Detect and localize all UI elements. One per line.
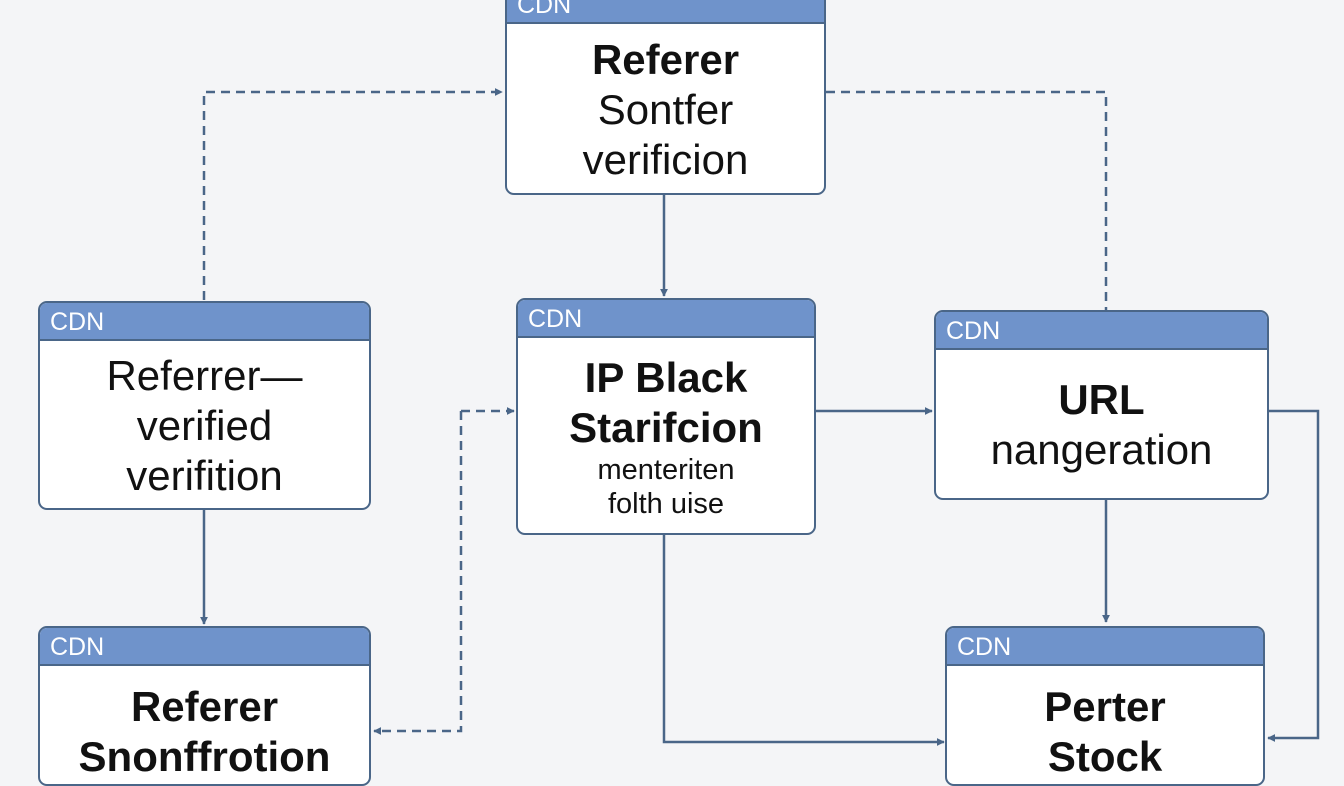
node-title-line-3: verifition — [126, 451, 283, 499]
edge-center-to-bottom-right — [662, 535, 945, 746]
node-title-line-1: URL — [1058, 376, 1145, 423]
node-referrer-verified[interactable]: CDN Referrer— verified verifition — [38, 301, 371, 510]
node-subtitle-line-1: menteriten — [597, 453, 735, 486]
node-title-line-2: Snonffrotion — [78, 733, 331, 780]
node-label: IP Black Starifcion menteriten folth uis… — [518, 340, 814, 533]
node-label: Referer Snonffrotion — [40, 668, 369, 784]
edge-right-side-to-bottom-right — [1267, 409, 1320, 742]
node-label: Referer Sontfer verificion — [507, 26, 824, 193]
node-header-cdn: CDN — [518, 300, 814, 338]
node-ip-blacklist[interactable]: CDN IP Black Starifcion menteriten folth… — [516, 298, 816, 535]
node-header-cdn: CDN — [936, 312, 1267, 350]
node-header-cdn: CDN — [947, 628, 1263, 666]
node-title-line-2: nangeration — [990, 426, 1213, 473]
node-title-line-2: Starifcion — [569, 403, 763, 451]
node-title-line-1: Referer — [591, 35, 740, 83]
node-url-generation[interactable]: CDN URL nangeration — [934, 310, 1269, 500]
node-subtitle-line-2: folth uise — [607, 487, 725, 520]
node-header-cdn: CDN — [40, 628, 369, 666]
connector-layer — [200, 88, 1320, 746]
node-referer-bottom-left[interactable]: CDN Referer Snonffrotion — [38, 626, 371, 786]
edge-center-to-bottom-left — [373, 411, 463, 735]
node-label: Perter Stock — [947, 668, 1263, 784]
node-title-line-2: Stock — [1047, 733, 1163, 780]
node-referer-verification[interactable]: CDN Referer Sontfer verificion — [505, 0, 826, 195]
node-title-line-3: verificion — [582, 135, 749, 183]
node-title-line-1: Perter — [1044, 683, 1166, 730]
edge-left-to-top — [202, 88, 503, 300]
node-label: URL nangeration — [936, 352, 1267, 498]
node-title-line-1: Referrer— — [106, 351, 303, 399]
node-title-line-1: IP Black — [584, 353, 748, 401]
edge-top-to-right — [826, 90, 1108, 310]
node-perter-stock[interactable]: CDN Perter Stock — [945, 626, 1265, 786]
node-title-line-2: Sontfer — [597, 85, 734, 133]
node-header-cdn: CDN — [40, 303, 369, 341]
node-title-line-2: verified — [136, 401, 273, 449]
node-label: Referrer— verified verifition — [40, 343, 369, 508]
node-title-line-1: Referer — [130, 683, 279, 730]
node-header-cdn: CDN — [507, 0, 824, 24]
